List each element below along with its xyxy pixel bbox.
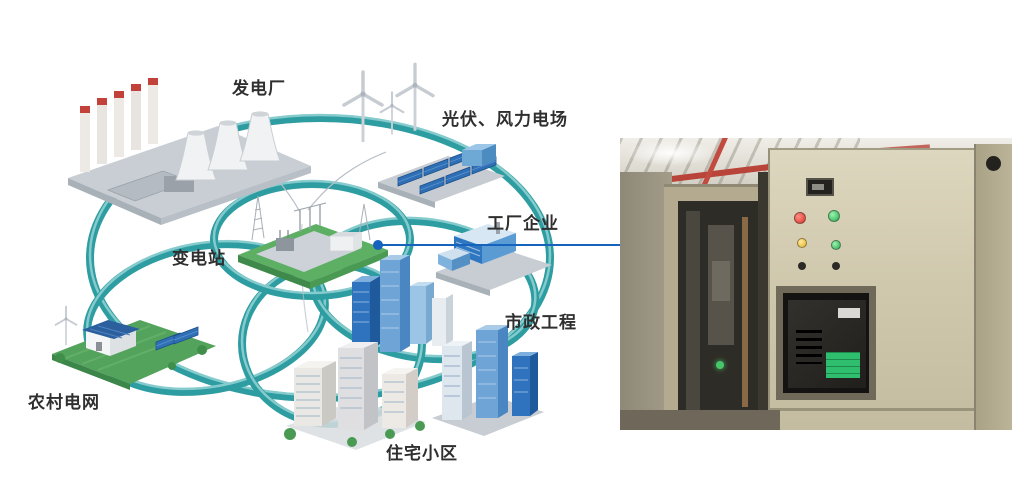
power-plant-illustration bbox=[68, 78, 311, 225]
substation-illustration bbox=[238, 195, 388, 289]
photo-copper-busbar bbox=[742, 217, 748, 407]
panel-button bbox=[798, 262, 806, 270]
panel-button bbox=[832, 262, 840, 270]
photo-door-seam bbox=[770, 408, 974, 411]
photo-left-wall bbox=[620, 172, 672, 430]
photo-green-indicator bbox=[716, 361, 724, 369]
indicator-light-green-small bbox=[831, 240, 841, 250]
office-buildings-illustration bbox=[432, 325, 544, 436]
breaker-device bbox=[788, 300, 866, 388]
breaker-nameplate bbox=[838, 308, 860, 318]
grid-network-svg bbox=[52, 62, 554, 450]
photo-equipment-bar bbox=[686, 211, 700, 421]
label-factory: 工厂企业 bbox=[487, 214, 559, 233]
photo-floor-shadow bbox=[620, 410, 780, 430]
photo-cabinet-gap bbox=[758, 172, 770, 430]
photo-knob bbox=[986, 156, 1001, 171]
photo-equipment-box bbox=[712, 261, 730, 301]
label-residential: 住宅小区 bbox=[386, 444, 458, 463]
indicator-light-red bbox=[794, 212, 806, 224]
wind-solar-illustration bbox=[342, 62, 505, 208]
chimneys-icon bbox=[80, 78, 158, 172]
photo-meter-screen bbox=[812, 184, 824, 190]
factory-illustration bbox=[436, 222, 552, 296]
connection-dot bbox=[373, 240, 383, 250]
smart-grid-diagram: 发电厂 光伏、风力电场 工厂企业 变电站 市政工程 农村电网 住宅小区 bbox=[28, 62, 577, 463]
cooling-towers-icon bbox=[175, 111, 281, 181]
photo-panel-door bbox=[768, 148, 974, 430]
switchgear-photo bbox=[620, 138, 1012, 430]
label-rural-grid: 农村电网 bbox=[28, 393, 100, 412]
rural-grid-illustration bbox=[52, 305, 216, 390]
residential-illustration bbox=[284, 342, 426, 450]
label-power-plant: 发电厂 bbox=[232, 79, 286, 98]
photo-meter-display bbox=[806, 178, 834, 196]
indicator-light-yellow bbox=[797, 238, 807, 248]
indicator-light-green bbox=[828, 210, 840, 222]
municipal-buildings-illustration bbox=[352, 255, 453, 352]
photo-side-panel bbox=[974, 144, 1012, 430]
breaker-window bbox=[776, 286, 876, 400]
label-substation: 变电站 bbox=[172, 249, 226, 268]
connection-line bbox=[382, 244, 620, 246]
photo-lamp-glare bbox=[626, 140, 716, 166]
breaker-green-label bbox=[826, 352, 860, 378]
photo-cabinet-opening bbox=[678, 201, 762, 430]
photo-left-cabinet bbox=[664, 184, 776, 430]
label-solar-wind: 光伏、风力电场 bbox=[442, 110, 568, 129]
label-municipal: 市政工程 bbox=[505, 313, 577, 332]
breaker-vent-slots bbox=[796, 330, 822, 364]
